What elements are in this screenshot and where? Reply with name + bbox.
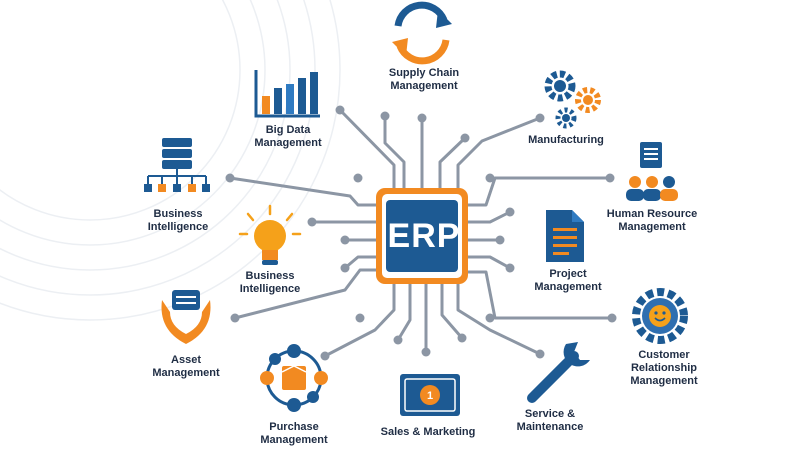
bar-chart-icon [254,70,320,118]
smiley-gear-icon [632,288,688,344]
module-label-sales: Sales & Marketing [380,426,476,438]
hands-holding-icon [161,290,211,344]
background-arcs [0,0,341,321]
org-chart-people-icon [626,142,678,201]
svg-text:1: 1 [427,390,433,402]
database-network-icon [144,138,210,192]
connector-dots [225,105,617,361]
box-network-icon [260,344,328,412]
gears-icon [544,70,601,129]
module-label-manufacturing: Manufacturing [528,134,604,146]
module-label-service: Service &Maintenance [516,408,584,433]
erp-chip [376,188,468,284]
erp-label: ERP [387,217,461,255]
connector-lines [228,108,614,358]
document-icon [546,210,584,262]
banknote-icon: 1 [400,374,460,416]
sync-arrows-icon [392,1,452,65]
lightbulb-icon [238,204,302,265]
wrench-icon [527,342,590,403]
